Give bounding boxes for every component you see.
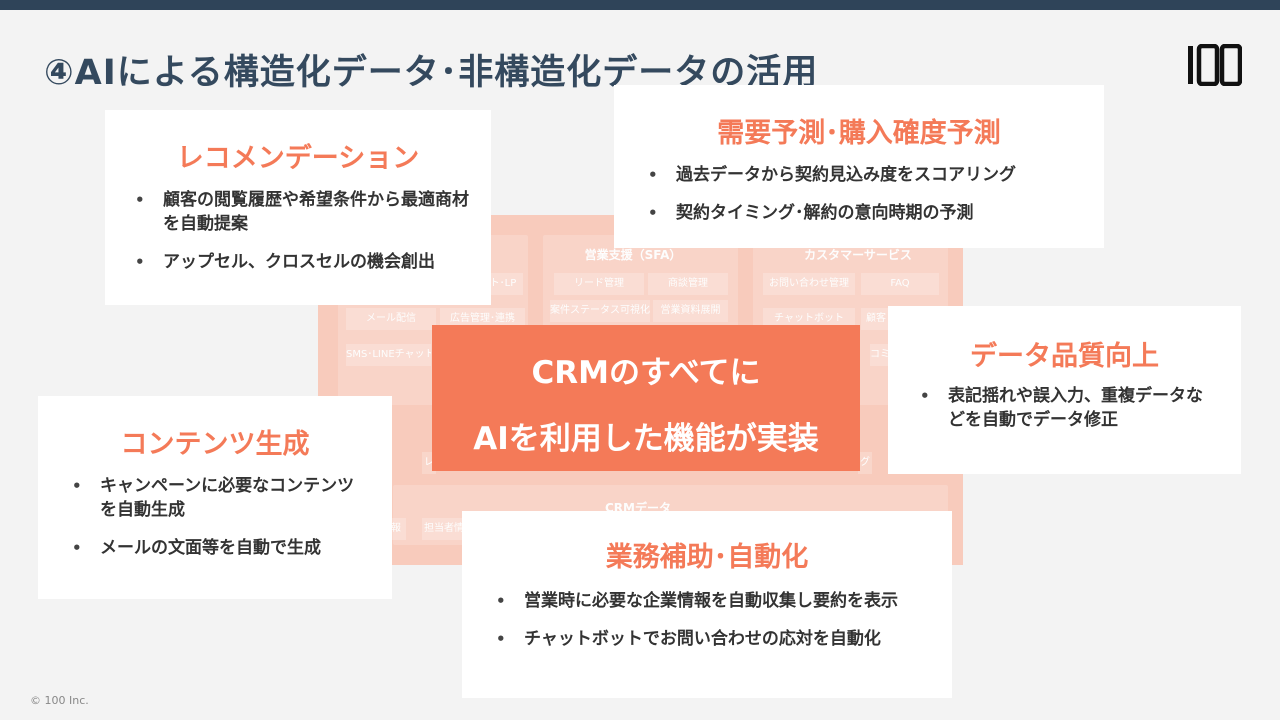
card-content-generation-list: キャンペーンに必要なコンテンツを自動生成 メールの文面等を自動で生成 <box>70 474 370 574</box>
diagram-cell-faq: FAQ <box>861 273 939 295</box>
list-item: 表記揺れや誤入力、重複データなどを自動でデータ修正 <box>918 384 1218 432</box>
diagram-cell-ads: 広告管理･連携 <box>440 308 525 330</box>
center-line-2: AIを利用した機能が実装 <box>473 421 819 457</box>
diagram-cs-title: カスタマーサービス <box>804 248 912 262</box>
diagram-cell-customer: 顧客 <box>861 308 891 330</box>
list-item: キャンペーンに必要なコンテンツを自動生成 <box>70 474 370 522</box>
card-data-quality-list: 表記揺れや誤入力、重複データなどを自動でデータ修正 <box>918 384 1218 446</box>
list-item: 顧客の閲覧履歴や希望条件から最適商材を自動提案 <box>133 188 473 236</box>
diagram-cell-owner: 担当者情 <box>422 518 466 540</box>
diagram-cell-case-visual: 案件ステータス可視化 <box>550 300 650 322</box>
card-data-quality: データ品質向上 表記揺れや誤入力、重複データなどを自動でデータ修正 <box>888 306 1241 474</box>
card-content-generation-title: コンテンツ生成 <box>120 429 310 460</box>
diagram-cell-community: コミ <box>870 344 890 366</box>
list-item: メールの文面等を自動で生成 <box>70 536 370 560</box>
card-automation-title: 業務補助･自動化 <box>605 542 809 573</box>
card-automation-list: 営業時に必要な企業情報を自動収集し要約を表示 チャットボットでお問い合わせの応対… <box>494 589 914 665</box>
card-automation: 業務補助･自動化 営業時に必要な企業情報を自動収集し要約を表示 チャットボットで… <box>462 511 952 698</box>
card-content-generation: コンテンツ生成 キャンペーンに必要なコンテンツを自動生成 メールの文面等を自動で… <box>38 396 392 599</box>
card-forecast: 需要予測･購入確度予測 過去データから契約見込み度をスコアリング 契約タイミング… <box>614 85 1104 248</box>
list-item: 契約タイミング･解約の意向時期の予測 <box>646 201 1096 225</box>
company-logo <box>1188 44 1242 86</box>
card-data-quality-title: データ品質向上 <box>970 341 1159 372</box>
diagram-cell-sms: SMS･LINEチャット <box>346 344 431 366</box>
list-item: チャットボットでお問い合わせの応対を自動化 <box>494 627 914 651</box>
center-line-1: CRMのすべてに <box>531 355 761 391</box>
card-recommendation-title: レコメンデーション <box>176 143 420 174</box>
diagram-cell-lp: ト･LP <box>483 273 523 295</box>
diagram-cell-mail: メール配信 <box>346 308 436 330</box>
copyright: © 100 Inc. <box>30 694 89 707</box>
diagram-cell-deal: 商談管理 <box>648 273 728 295</box>
list-item: アップセル、クロスセルの機会創出 <box>133 250 473 274</box>
card-forecast-title: 需要予測･購入確度予測 <box>717 118 1001 149</box>
crm-ai-center-box: CRMのすべてに AIを利用した機能が実装 <box>432 325 860 471</box>
list-item: 営業時に必要な企業情報を自動収集し要約を表示 <box>494 589 914 613</box>
diagram-cell-gu: グ <box>858 452 872 474</box>
diagram-cell-lead: リード管理 <box>554 273 644 295</box>
diagram-cell-chatbot: チャットボット <box>763 308 855 330</box>
diagram-cell-inquiry: お問い合わせ管理 <box>763 273 855 295</box>
card-recommendation: レコメンデーション 顧客の閲覧履歴や希望条件から最適商材を自動提案 アップセル、… <box>105 110 491 305</box>
diagram-cell-sales-material: 営業資料展開 <box>653 300 728 322</box>
card-forecast-list: 過去データから契約見込み度をスコアリング 契約タイミング･解約の意向時期の予測 <box>646 163 1096 239</box>
top-bar <box>0 0 1280 10</box>
card-recommendation-list: 顧客の閲覧履歴や希望条件から最適商材を自動提案 アップセル、クロスセルの機会創出 <box>133 188 473 288</box>
list-item: 過去データから契約見込み度をスコアリング <box>646 163 1096 187</box>
diagram-sfa-title: 営業支援（SFA） <box>584 248 682 262</box>
